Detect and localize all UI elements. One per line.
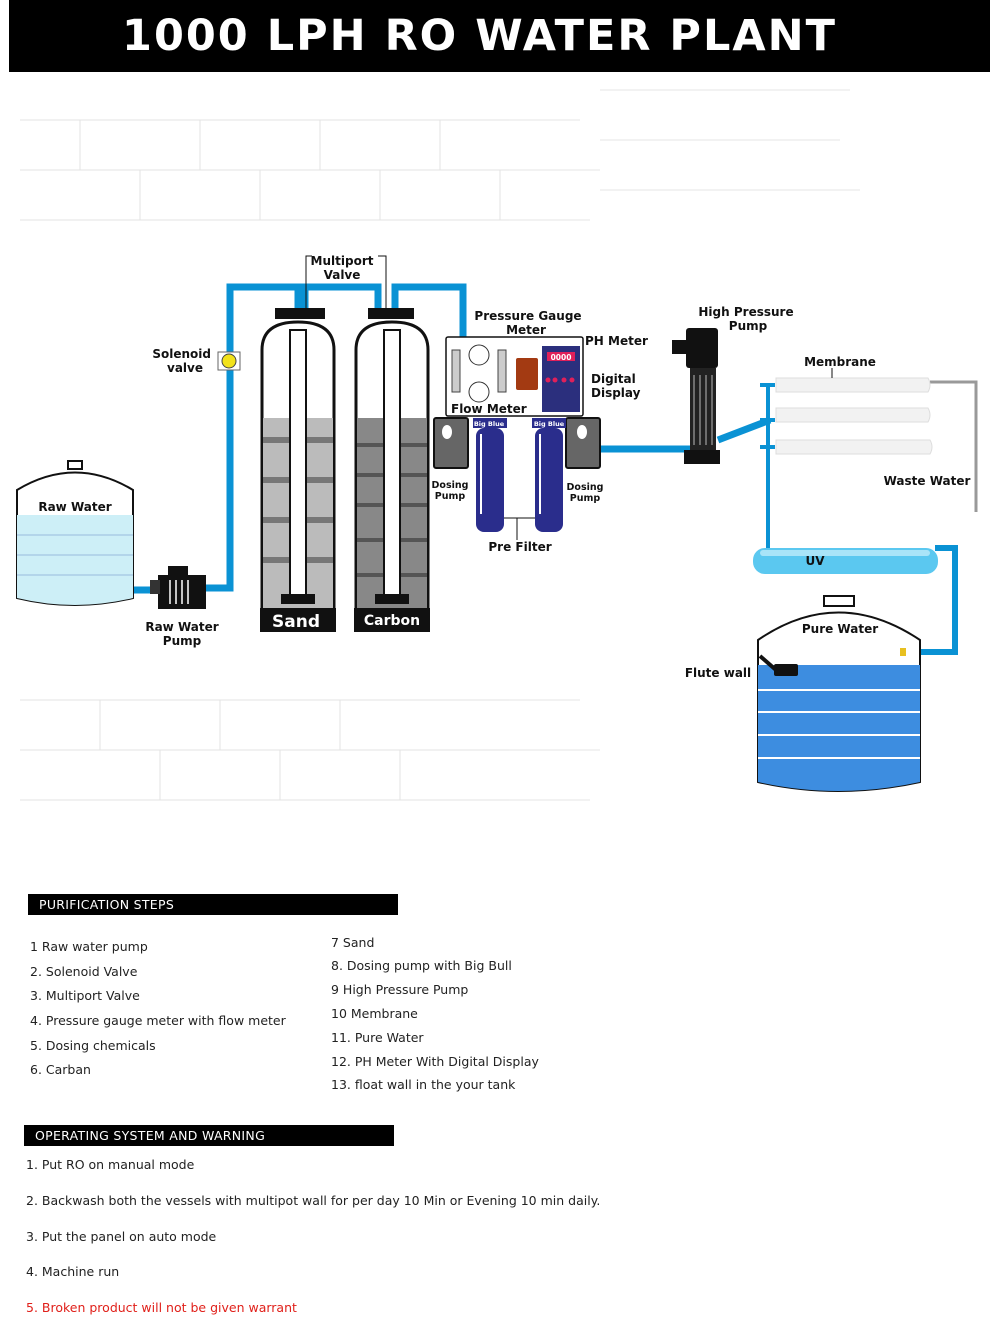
pressure-gauge-icon	[468, 381, 490, 403]
multiport-pointer	[305, 255, 387, 310]
multiport-valve-label-1: Multiport	[311, 254, 374, 268]
pre-filter-label: Pre Filter	[488, 540, 551, 554]
flow-meter-icon	[451, 349, 461, 393]
raw-water-label: Raw Water	[38, 500, 111, 514]
water-pipes	[133, 283, 958, 655]
list-item: 12. PH Meter With Digital Display	[331, 1054, 539, 1069]
brick-wall-background	[20, 89, 860, 801]
float-valve-icon	[758, 654, 798, 676]
list-item: 4. Pressure gauge meter with flow meter	[30, 1013, 286, 1028]
dosing-pump-right-label-2: Pump	[570, 493, 601, 504]
big-blue-right-label: Big Blue	[534, 420, 565, 428]
ro-plant-diagram: Raw Water Raw Water Pump Solenoid valve …	[16, 89, 978, 801]
flute-wall-label: Flute wall	[685, 666, 751, 680]
warning-text: 5. Broken product will not be given warr…	[26, 1300, 297, 1315]
pre-filter-left: Big Blue	[473, 418, 507, 532]
purification-steps-heading: PURIFICATION STEPS	[28, 894, 398, 915]
list-item: 9 High Pressure Pump	[331, 982, 469, 997]
dosing-pump-left	[433, 417, 469, 469]
flow-meter-icon	[497, 349, 507, 393]
waste-water-pipe	[930, 380, 978, 512]
digital-display-label-2: Display	[591, 386, 641, 400]
pre-filter-right: Big Blue	[532, 418, 566, 532]
list-item: 3. Put the panel on auto mode	[26, 1229, 217, 1244]
display-readout: 0000	[551, 353, 572, 362]
control-panel: 0000	[445, 336, 584, 417]
dosing-pump-right	[565, 417, 601, 469]
high-pressure-pump-label-1: High Pressure	[698, 305, 793, 319]
digital-display-label-1: Digital	[591, 372, 636, 386]
solenoid-valve-label-1: Solenoid	[152, 347, 211, 361]
big-blue-left-label: Big Blue	[474, 420, 505, 428]
raw-water-pump-label-1: Raw Water	[145, 620, 218, 634]
multiport-valve-label-2: Valve	[324, 268, 361, 282]
raw-water-pump-label-2: Pump	[163, 634, 202, 648]
pure-water-tank: Pure Water	[757, 595, 921, 792]
list-item: 7 Sand	[331, 935, 375, 950]
solenoid-valve-label-2: valve	[167, 361, 203, 375]
ph-meter-icon	[516, 358, 538, 390]
list-item: 5. Dosing chemicals	[30, 1038, 156, 1053]
ph-meter-label: PH Meter	[585, 334, 648, 348]
list-item: 2. Solenoid Valve	[30, 964, 138, 979]
raw-water-pump-icon	[150, 566, 206, 609]
list-item: 3. Multiport Valve	[30, 988, 140, 1003]
high-pressure-pump-label-2: Pump	[729, 319, 768, 333]
pressure-gauge-label-2: Meter	[506, 323, 546, 337]
carbon-vessel: Carbon	[354, 308, 430, 632]
pressure-gauge-label-1: Pressure Gauge	[474, 309, 581, 323]
sand-label: Sand	[272, 612, 320, 632]
dosing-pump-left-label-2: Pump	[435, 491, 466, 502]
list-item: 1 Raw water pump	[30, 939, 148, 954]
list-item: 11. Pure Water	[331, 1030, 424, 1045]
dosing-pump-left-label-1: Dosing	[432, 480, 469, 491]
pressure-gauge-icon	[468, 344, 490, 366]
list-item: 13. float wall in the your tank	[331, 1077, 516, 1092]
uv-unit: UV	[753, 548, 938, 574]
flow-meter-label: Flow Meter	[451, 402, 527, 416]
pure-water-label: Pure Water	[802, 622, 878, 636]
raw-water-tank: Raw Water	[16, 460, 134, 606]
operating-heading: OPERATING SYSTEM AND WARNING	[24, 1125, 394, 1146]
list-item: 1. Put RO on manual mode	[26, 1157, 195, 1172]
list-item: 2. Backwash both the vessels with multip…	[26, 1193, 601, 1208]
list-item: 10 Membrane	[331, 1006, 418, 1021]
list-item: 4. Machine run	[26, 1264, 120, 1279]
waste-water-label: Waste Water	[884, 474, 971, 488]
sand-vessel: Sand	[260, 308, 336, 632]
uv-label: UV	[805, 554, 825, 568]
dosing-pump-right-label-1: Dosing	[567, 482, 604, 493]
membranes	[775, 377, 933, 455]
membrane-label: Membrane	[804, 355, 876, 369]
list-item: 8. Dosing pump with Big Bull	[331, 958, 512, 973]
solenoid-valve-icon[interactable]	[217, 351, 241, 371]
high-pressure-pump-icon	[672, 328, 720, 464]
carbon-label: Carbon	[364, 613, 420, 629]
list-item: 6. Carban	[30, 1062, 91, 1077]
page-title: 1000 LPH RO WATER PLANT	[9, 0, 990, 72]
